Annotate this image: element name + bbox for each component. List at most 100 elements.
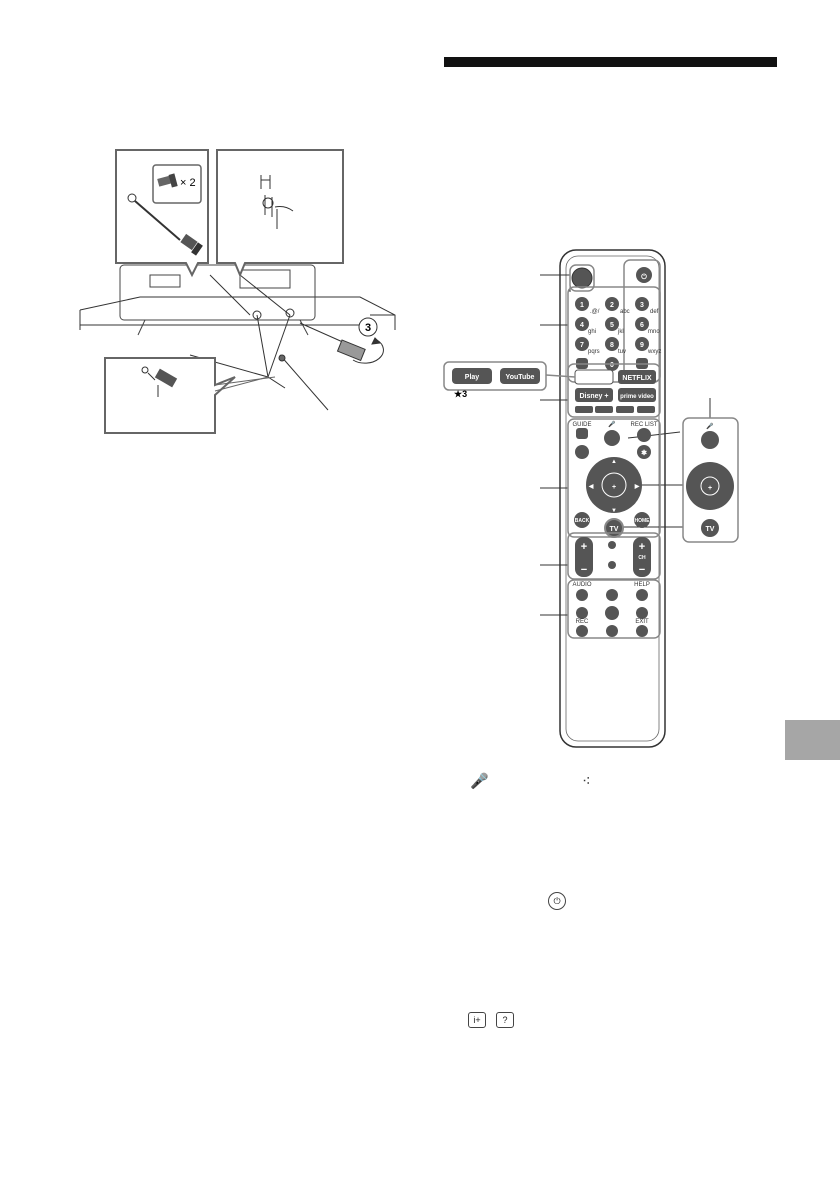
guide-button[interactable] [576,428,588,439]
svg-text:jkl: jkl [617,329,624,335]
help-icon: ? [496,1012,514,1028]
input-button[interactable] [571,267,593,289]
svg-text:5: 5 [610,322,614,329]
svg-text:+: + [612,484,616,491]
volume-rocker[interactable] [575,537,593,577]
svg-text:tuv: tuv [618,349,626,355]
quick-buttons-callout: Play YouTube [443,361,576,391]
audio-button[interactable] [576,589,588,601]
netflix-button[interactable]: NETFLIX [618,370,656,384]
number-button-7[interactable]: 7 pqrs [575,337,600,355]
guide-label: GUIDE [572,422,591,428]
screw-count: × 2 [180,177,196,189]
exit-label: EXIT [635,619,649,625]
svg-text:🎤: 🎤 [706,422,714,430]
input-select-button[interactable] [575,445,589,459]
svg-text:9: 9 [640,342,644,349]
svg-text:−: − [639,564,645,576]
volume-channel-group [567,532,661,580]
mute-button[interactable] [608,561,616,569]
blank-app-button[interactable] [574,369,614,385]
rec-button[interactable] [576,625,588,637]
svg-text:2: 2 [610,302,614,309]
step-number-circle [358,317,378,337]
leader-lines [540,274,711,616]
number-button-1[interactable]: 1 .@/ [575,297,600,315]
screw-icon [180,233,203,256]
svg-text:pqrs: pqrs [588,349,600,355]
screw-icon [157,173,178,188]
google-assistant-button[interactable] [604,430,620,446]
color-button-blue[interactable] [637,406,655,413]
rewind-button[interactable] [576,607,588,619]
svg-text:.@/: .@/ [590,309,600,315]
svg-text:HOME: HOME [635,518,651,524]
youtube-button[interactable]: YouTube [500,368,540,384]
playback-group [567,579,661,639]
svg-text:abc: abc [620,309,630,315]
svg-text:TV: TV [610,526,619,533]
svg-text:▶: ▶ [634,483,640,490]
disney-plus-button[interactable]: Disney + [575,388,613,402]
svg-text:mno: mno [648,329,660,335]
info-plus-icon: i+ [468,1012,486,1028]
settings-button[interactable] [637,445,651,459]
jump-button[interactable] [608,541,616,549]
svg-text:▲: ▲ [611,459,617,465]
svg-text:TV: TV [706,526,715,533]
svg-text:3: 3 [640,302,644,309]
d-pad[interactable]: + ▲ ▼ ◀ ▶ [586,457,642,514]
svg-text:wxyz: wxyz [647,349,661,355]
google-assistant-button-large[interactable] [701,431,719,449]
svg-text:4: 4 [580,322,584,329]
footnote-marker: ★3 [454,389,467,399]
number-pad-group [567,286,661,383]
svg-text:prime video: prime video [620,394,654,400]
exit-button[interactable] [636,625,648,637]
svg-text:8: 8 [610,342,614,349]
tv-button-large[interactable] [701,519,719,537]
svg-text:+: + [708,485,712,492]
stand-installation-illustration: 3 × 2 [79,149,396,434]
microphone-icon: 🎤 [470,773,489,790]
distance-callout [216,149,344,278]
home-button[interactable] [634,512,650,528]
pause-button[interactable] [606,625,618,637]
subtitle-button[interactable] [606,589,618,601]
back-button[interactable] [574,512,590,528]
gear-icon: ✱ [641,449,647,457]
screw-callout: × 2 [115,149,209,278]
step-number: 3 [365,322,371,334]
play-pause-button[interactable] [605,606,619,620]
color-button-yellow[interactable] [616,406,634,413]
svg-text:+: + [581,541,587,553]
color-button-red[interactable] [575,406,593,413]
fast-forward-button[interactable] [636,607,648,619]
svg-text:▼: ▼ [611,508,617,514]
color-button-green[interactable] [595,406,613,413]
svg-text:−: − [581,564,587,576]
screw-hole-callout [104,357,236,434]
play-button[interactable]: Play [452,368,492,384]
mic-icon-small: 🎤 [608,420,616,428]
screwdriver-icon [299,322,384,364]
svg-text:1: 1 [580,302,584,309]
tv-back-shape [119,264,316,336]
channel-rocker[interactable] [633,537,651,577]
power-button[interactable] [636,267,652,283]
svg-text:7: 7 [580,342,584,349]
help-button[interactable] [636,589,648,601]
svg-text:Disney +: Disney + [580,393,609,400]
rec-list-button[interactable] [637,428,651,442]
number-button-8[interactable]: 8 tuv [605,337,626,355]
rec-label: REC [576,619,589,625]
prime-video-button[interactable]: prime video [618,388,656,402]
section-header-bar [444,57,777,67]
number-button-2[interactable]: 2 abc [605,297,630,315]
